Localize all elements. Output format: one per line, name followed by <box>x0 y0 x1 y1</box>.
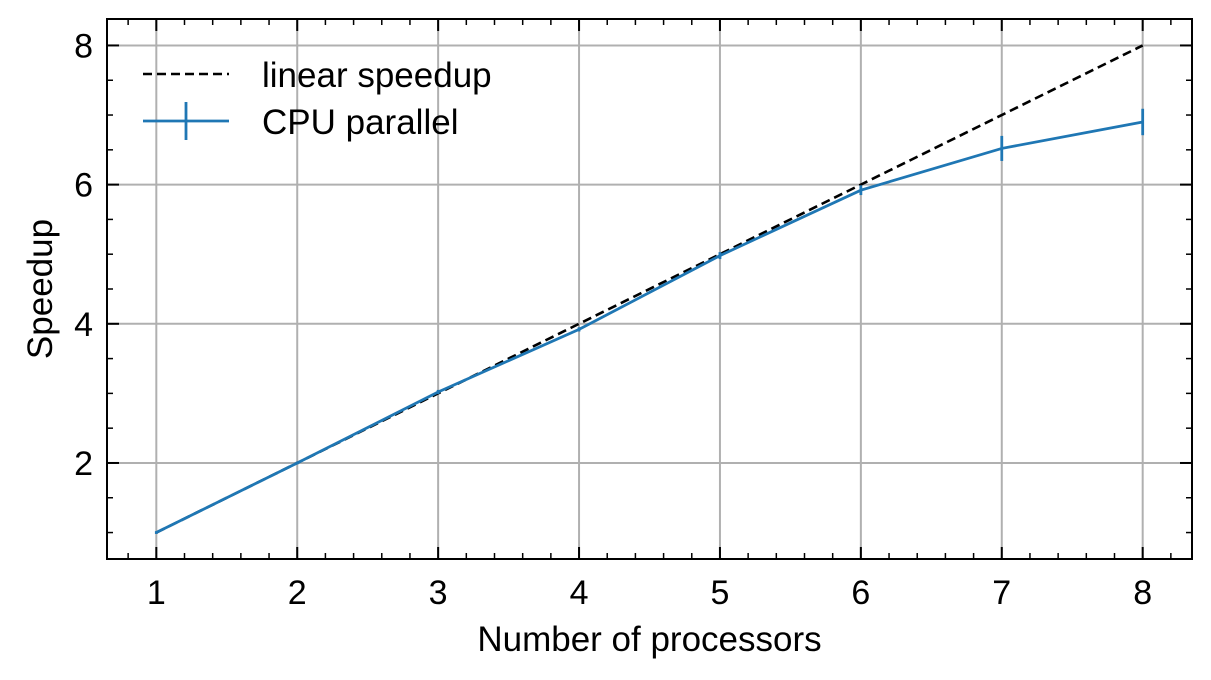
legend-label-cpu-parallel: CPU parallel <box>262 103 458 142</box>
y-axis-label: Speedup <box>21 219 60 359</box>
x-tick-label-7: 7 <box>992 574 1011 612</box>
line-cpu-parallel <box>155 120 1143 534</box>
x-tick-label-1: 1 <box>147 574 166 612</box>
x-tick-label-2: 2 <box>288 574 307 612</box>
ticks <box>107 19 1192 559</box>
x-axis-label: Number of processors <box>477 620 821 659</box>
grid <box>107 19 1192 559</box>
x-tick-label-5: 5 <box>710 574 729 612</box>
x-tick-label-3: 3 <box>429 574 448 612</box>
legend-label-linear-speedup: linear speedup <box>262 56 492 95</box>
y-tick-label-8: 8 <box>74 27 93 65</box>
x-tick-label-8: 8 <box>1133 574 1152 612</box>
y-tick-label-6: 6 <box>74 167 93 205</box>
x-tick-label-4: 4 <box>570 574 589 612</box>
tick-labels: 1 2 3 4 5 6 7 8 2 4 6 8 <box>74 27 1152 612</box>
x-tick-label-6: 6 <box>851 574 870 612</box>
series-layer <box>154 44 1145 534</box>
legend: linear speedup CPU parallel <box>143 56 492 142</box>
y-tick-label-2: 2 <box>74 445 93 483</box>
y-tick-label-4: 4 <box>74 306 93 344</box>
